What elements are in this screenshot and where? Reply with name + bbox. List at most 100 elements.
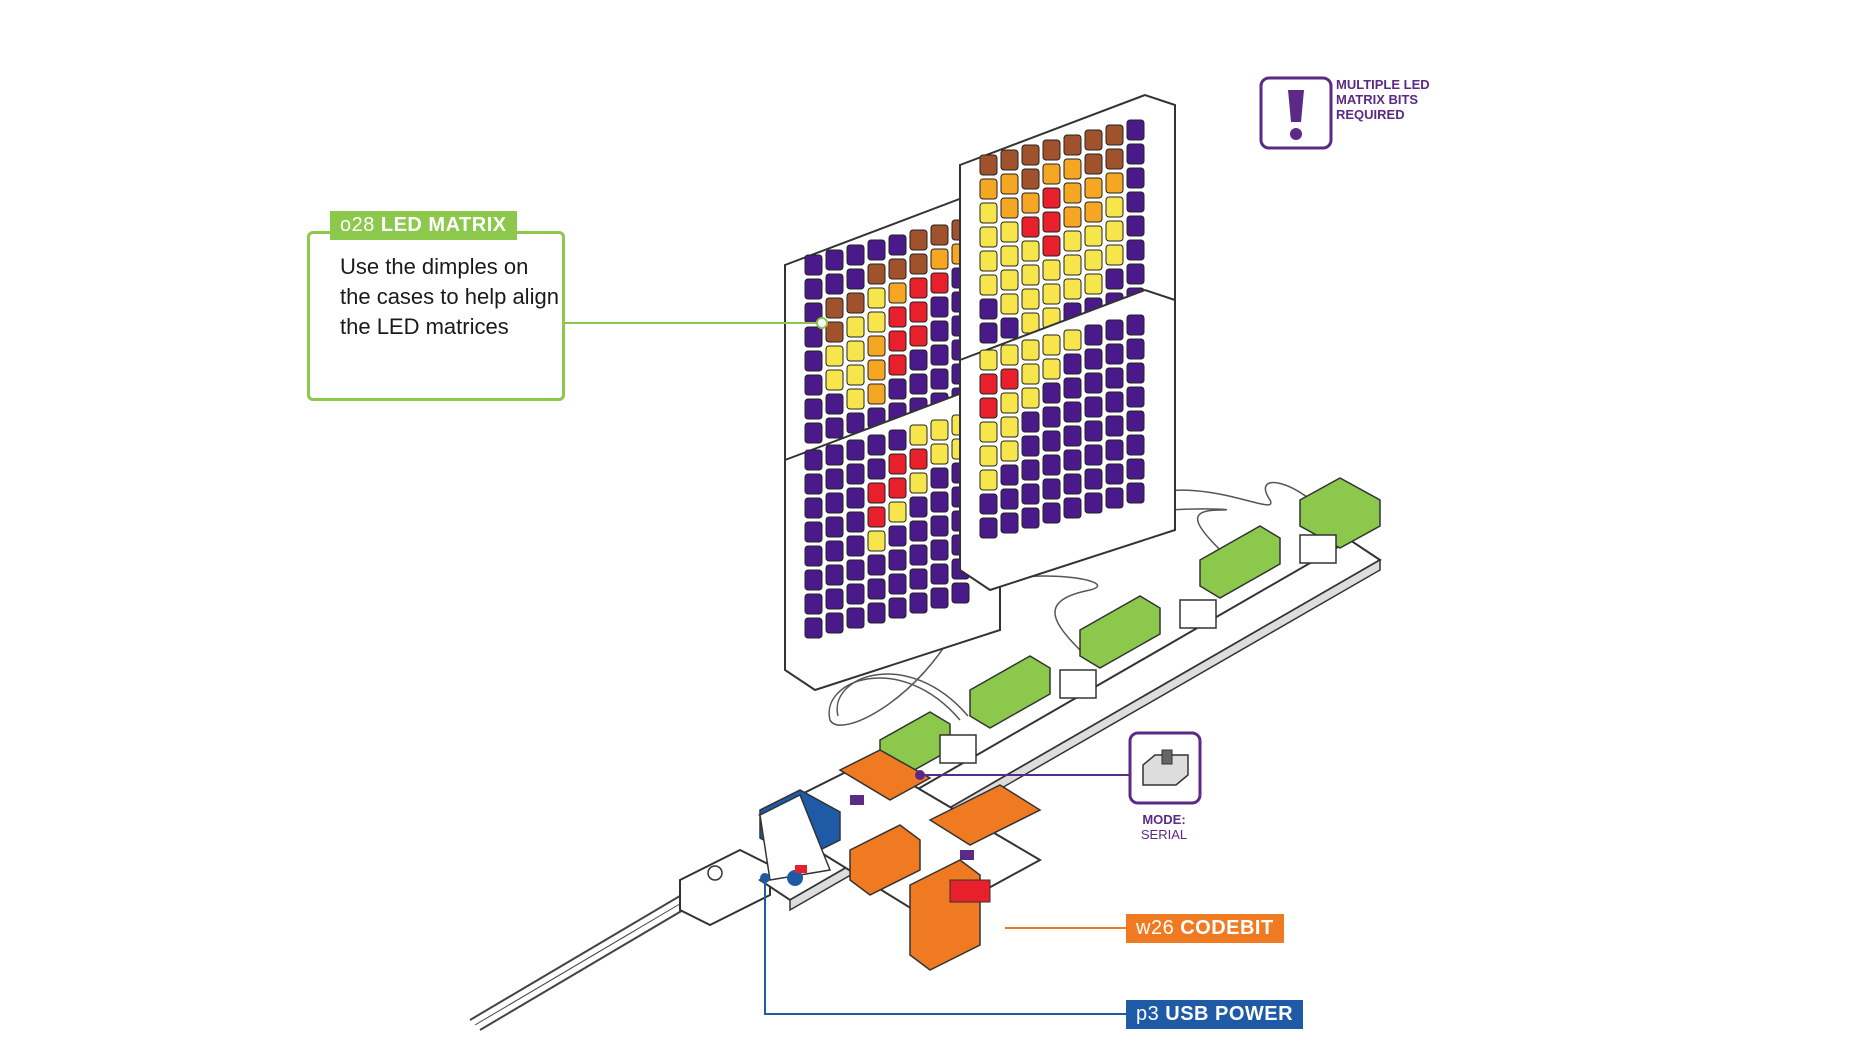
led-pixel	[804, 326, 823, 348]
led-pixel	[1000, 173, 1019, 195]
led-pixel	[930, 587, 949, 609]
exclamation-icon	[1259, 76, 1333, 150]
led-pixel	[825, 249, 844, 271]
led-pixel	[1126, 191, 1145, 213]
led-pixel	[1105, 343, 1124, 365]
led-pixel	[1063, 158, 1082, 180]
led-pixel	[804, 254, 823, 276]
led-pixel	[1000, 464, 1019, 486]
led-pixel	[846, 316, 865, 338]
led-matrix-code: o28	[340, 214, 375, 236]
led-pixel	[1042, 478, 1061, 500]
led-pixel	[1000, 149, 1019, 171]
led-pixel	[804, 593, 823, 615]
led-pixel	[1126, 119, 1145, 141]
led-pixel	[1021, 144, 1040, 166]
led-pixel	[1063, 497, 1082, 519]
led-pixel	[930, 539, 949, 561]
led-pixel	[888, 573, 907, 595]
led-pixel	[1105, 148, 1124, 170]
led-pixel	[804, 497, 823, 519]
led-pixel	[1042, 235, 1061, 257]
led-pixel	[1000, 344, 1019, 366]
led-pixel	[1063, 230, 1082, 252]
led-pixel	[1021, 459, 1040, 481]
led-pixel	[1063, 377, 1082, 399]
led-pixel	[1021, 363, 1040, 385]
led-pixel	[930, 344, 949, 366]
led-pixel	[979, 250, 998, 272]
led-pixel	[846, 292, 865, 314]
led-pixel	[888, 429, 907, 451]
led-pixel	[1084, 273, 1103, 295]
led-pixel	[1084, 249, 1103, 271]
led-pixel	[1084, 129, 1103, 151]
led-pixel	[930, 491, 949, 513]
led-pixel	[825, 564, 844, 586]
led-pixel	[1084, 492, 1103, 514]
codebit-code: w26	[1136, 917, 1175, 939]
led-pixel	[1105, 220, 1124, 242]
led-pixel	[930, 272, 949, 294]
led-pixel	[1126, 215, 1145, 237]
usb-cable	[469, 888, 702, 1031]
led-pixel	[979, 421, 998, 443]
white-connectors	[939, 534, 1337, 764]
led-pixel	[825, 588, 844, 610]
led-pixel	[1042, 259, 1061, 281]
led-pixel	[979, 202, 998, 224]
led-pixel	[1063, 278, 1082, 300]
led-pixel	[1084, 468, 1103, 490]
led-pixel	[1126, 314, 1145, 336]
led-pixel	[1105, 415, 1124, 437]
led-pixel	[825, 516, 844, 538]
led-pixel	[1105, 391, 1124, 413]
mode-value: SERIAL	[1140, 827, 1188, 842]
led-pixel	[1105, 487, 1124, 509]
led-pixel	[888, 378, 907, 400]
led-pixel	[846, 388, 865, 410]
led-pixel	[867, 506, 886, 528]
led-pixel	[867, 335, 886, 357]
led-matrix-description: Use the dimples on the cases to help ali…	[340, 254, 559, 339]
led-pixel	[846, 364, 865, 386]
led-pixel	[1021, 339, 1040, 361]
led-pixel	[1000, 368, 1019, 390]
usb-power-code: p3	[1136, 1003, 1160, 1025]
led-pixel	[1000, 221, 1019, 243]
led-pixel	[1084, 444, 1103, 466]
led-pixel	[979, 517, 998, 539]
green-bit	[1079, 595, 1161, 669]
led-pixel	[909, 325, 928, 347]
led-pixel	[867, 530, 886, 552]
led-pixel	[930, 248, 949, 270]
led-pixel	[1126, 263, 1145, 285]
led-pixel	[804, 449, 823, 471]
led-pixel	[1105, 319, 1124, 341]
codebit-name: CODEBIT	[1180, 917, 1274, 939]
led-pixel	[804, 278, 823, 300]
led-pixel	[1042, 358, 1061, 380]
led-pixel	[804, 521, 823, 543]
led-pixel	[1105, 463, 1124, 485]
led-pixel	[888, 258, 907, 280]
led-pixel	[867, 434, 886, 456]
led-pixel	[1126, 434, 1145, 456]
led-pixel	[846, 559, 865, 581]
led-pixel	[909, 373, 928, 395]
led-pixel	[1126, 362, 1145, 384]
usb-plug	[679, 848, 771, 927]
led-matrix-array	[784, 93, 1176, 692]
led-pixel	[979, 469, 998, 491]
led-pixel	[1126, 410, 1145, 432]
led-pixel	[1063, 134, 1082, 156]
led-pixel	[1063, 329, 1082, 351]
led-pixel	[867, 383, 886, 405]
led-pixel	[804, 374, 823, 396]
led-pixel	[888, 234, 907, 256]
led-pixel	[979, 178, 998, 200]
led-pixel	[1126, 338, 1145, 360]
led-pixel	[825, 468, 844, 490]
led-pixel	[867, 578, 886, 600]
